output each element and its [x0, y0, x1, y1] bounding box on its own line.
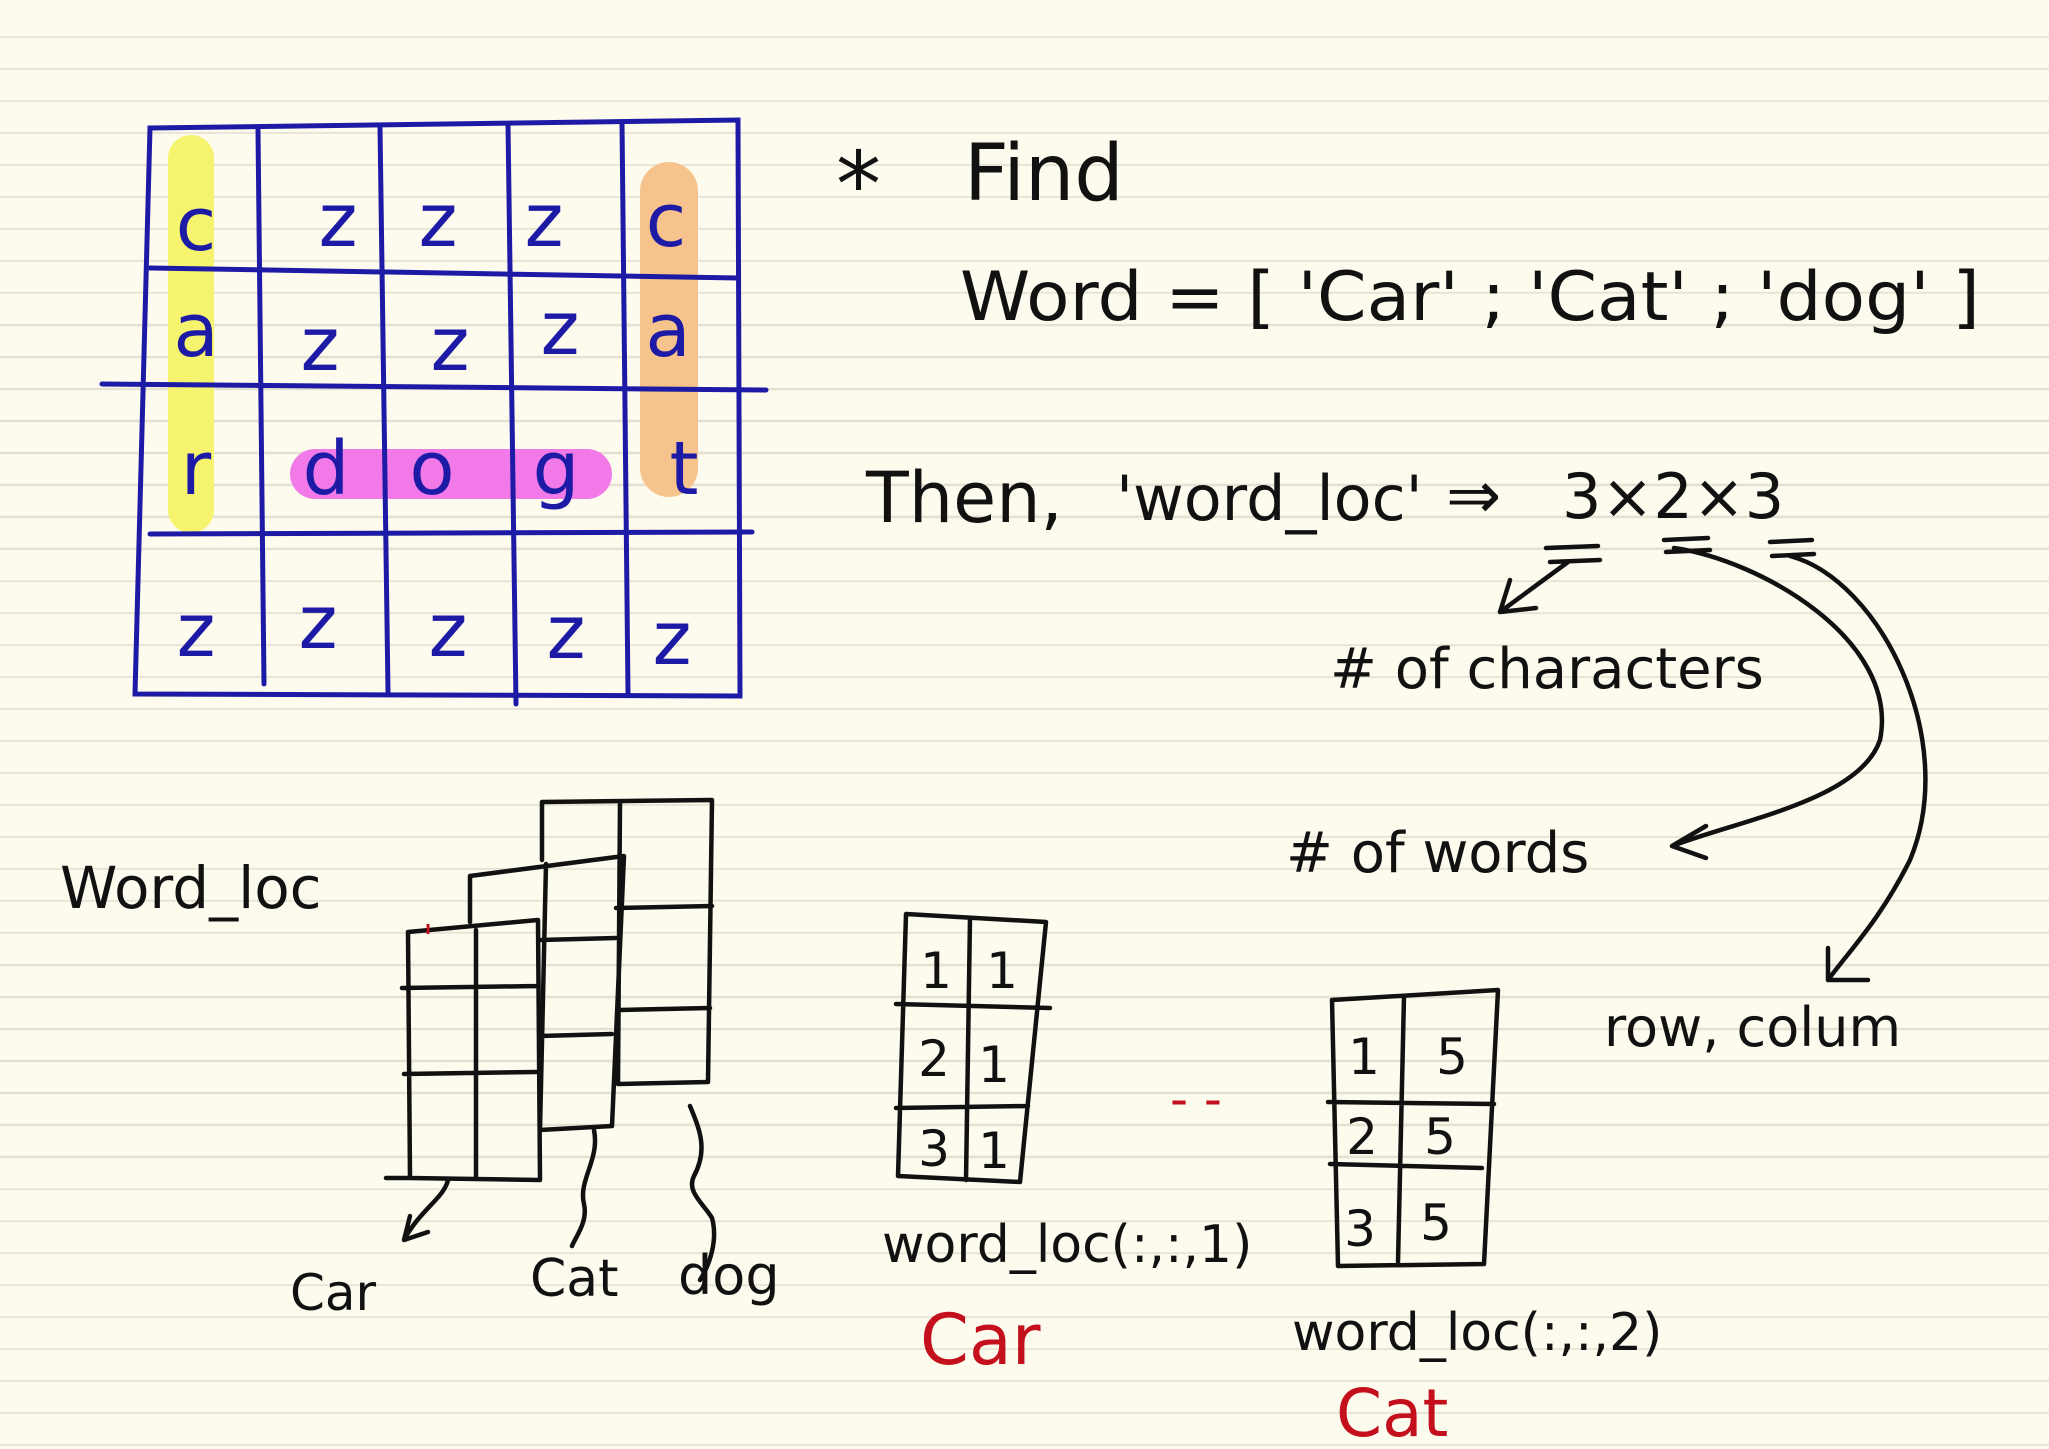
annotation-row-column: row, colum [1604, 996, 1901, 1059]
page-label-dog: dog [678, 1244, 780, 1307]
slice-cat: 1 5 2 5 3 5 word_loc(:,:,2) Cat [1292, 987, 1662, 1449]
leader-cat [569, 1127, 598, 1249]
letter-grid: c z z z c a z z z a r d o g t z z z z z [99, 117, 769, 707]
page-label-cat: Cat [530, 1249, 619, 1309]
grid-hline-1 [147, 265, 741, 281]
grid-cell: z [319, 178, 358, 264]
implies-arrow: ⇒ [1446, 457, 1501, 534]
grid-cell: c [176, 182, 217, 268]
slice-car-cell: 1 [986, 942, 1018, 1000]
grid-cell: d [303, 426, 350, 512]
annotation-characters: # of characters [1330, 637, 1764, 702]
dim-underline-1 [1543, 543, 1603, 565]
slice-cat-grid [1325, 987, 1501, 1269]
grid-vline-2 [377, 124, 391, 695]
grid-cell: z [419, 178, 458, 264]
arrow-to-row-column [1787, 553, 1928, 983]
slice-cat-cell: 3 [1344, 1200, 1376, 1258]
notes-block: * Find Word = [ 'Car' ; 'Cat' ; 'dog' ] … [836, 129, 1980, 1059]
arrow-to-characters [1497, 559, 1571, 615]
slice-car-word: Car [920, 1299, 1041, 1381]
grid-hline-2 [99, 381, 769, 393]
highlight-dog [290, 449, 612, 499]
grid-cell: z [653, 596, 692, 682]
grid-cell: z [541, 286, 580, 372]
slice-cat-cell: 5 [1436, 1028, 1468, 1086]
grid-vline-3 [505, 121, 519, 707]
slice-car-grid [893, 911, 1053, 1185]
word-loc-3d-sketch: Word_loc Car Cat dog [60, 797, 780, 1322]
slice-car-cell: 1 [920, 942, 952, 1000]
grid-cell: o [409, 426, 454, 512]
dimensions-label: 3×2×3 [1562, 460, 1784, 533]
find-bullet: * [836, 133, 881, 238]
slice-cat-cell: 1 [1348, 1028, 1380, 1086]
grid-hline-3 [147, 529, 755, 537]
slice-car-cell: 1 [978, 1036, 1010, 1094]
slice-cat-cell: 2 [1346, 1108, 1378, 1166]
grid-cell: z [525, 178, 564, 264]
slice-cat-cell: 5 [1420, 1194, 1452, 1252]
slice-car-caption: word_loc(:,:,1) [882, 1215, 1252, 1275]
slice-cat-caption: word_loc(:,:,2) [1292, 1303, 1662, 1363]
highlight-cat [640, 162, 698, 497]
grid-cell: z [429, 588, 468, 674]
grid-cell: z [431, 302, 470, 388]
grid-vline-1 [255, 127, 267, 687]
page-back [539, 797, 715, 1087]
word-list-line: Word = [ 'Car' ; 'Cat' ; 'dog' ] [960, 258, 1980, 337]
page-label-car: Car [290, 1264, 377, 1322]
grid-cell: z [301, 302, 340, 388]
slice-car-cell: 1 [978, 1122, 1010, 1180]
grid-cell: a [645, 288, 690, 374]
page-front [383, 917, 543, 1183]
grid-cell: z [177, 588, 216, 674]
grid-outer-border [132, 117, 743, 699]
dim-underline-3 [1767, 537, 1817, 559]
slice-car-cell: 2 [918, 1030, 950, 1088]
find-label: Find [964, 129, 1124, 219]
page-middle [467, 853, 627, 1133]
grid-cell: z [299, 580, 338, 666]
grid-cell: g [533, 426, 580, 512]
word-loc-quoted: 'word_loc' [1116, 462, 1423, 535]
slice-cat-cell: 5 [1424, 1108, 1456, 1166]
grid-cell: r [181, 426, 212, 512]
grid-vline-4 [619, 119, 631, 697]
annotation-words: # of words [1286, 821, 1589, 886]
grid-cell: a [173, 288, 218, 374]
then-label: Then, [865, 457, 1063, 539]
arrow-to-words [1669, 545, 1885, 861]
leader-car [401, 1177, 451, 1243]
grid-cell: c [646, 178, 687, 264]
grid-cell: t [669, 426, 698, 512]
highlight-car [168, 135, 214, 533]
slice-car-cell: 3 [918, 1120, 950, 1178]
ellipsis: - - [1170, 1070, 1222, 1128]
word-loc-label: Word_loc [60, 854, 322, 922]
leader-dog [687, 1103, 717, 1283]
grid-cell: z [547, 590, 586, 676]
slice-cat-word: Cat [1336, 1375, 1448, 1449]
slice-car: 1 1 2 1 3 1 word_loc(:,:,1) Car [882, 911, 1252, 1381]
